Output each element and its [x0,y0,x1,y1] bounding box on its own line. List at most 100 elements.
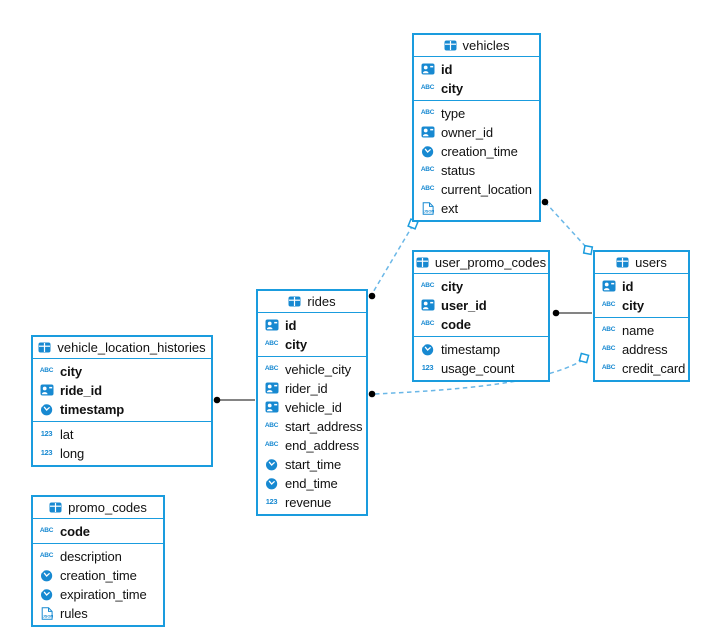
id-badge-icon [265,319,278,331]
field-type-icon-wrap [600,280,617,292]
field-row-creation_time[interactable]: creation_time [414,142,539,161]
field-row-id[interactable]: id [258,316,366,335]
id-badge-icon [265,401,278,413]
timestamp-clock-icon [265,477,278,489]
field-name: long [60,445,85,461]
field-type-icon-wrap: ABC [419,282,436,290]
field-row-rider_id[interactable]: rider_id [258,379,366,398]
field-name: start_address [285,418,363,434]
relationship-rides-to-users[interactable] [374,359,584,395]
abc-string-icon: ABC [264,440,279,448]
field-row-timestamp[interactable]: timestamp [414,340,548,359]
field-row-code[interactable]: ABC code [33,522,163,541]
field-row-end_time[interactable]: end_time [258,474,366,493]
field-row-vehicle_id[interactable]: vehicle_id [258,398,366,417]
field-row-id[interactable]: id [595,277,688,296]
field-row-owner_id[interactable]: owner_id [414,123,539,142]
field-type-icon-wrap [419,299,436,311]
table-header[interactable]: users [595,252,688,274]
connector-dot-endpoint [213,396,221,404]
id-badge-icon [602,280,615,292]
field-row-expiration_time[interactable]: expiration_time [33,585,163,604]
field-type-icon-wrap [263,458,280,471]
field-row-creation_time[interactable]: creation_time [33,566,163,585]
field-type-icon-wrap [38,384,55,396]
field-row-ride_id[interactable]: ride_id [33,381,211,400]
field-row-user_id[interactable]: user_id [414,296,548,315]
field-row-start_time[interactable]: start_time [258,455,366,474]
field-name: code [60,523,90,539]
table-icon [38,342,51,353]
field-name: status [441,162,476,178]
table-header[interactable]: promo_codes [33,497,163,519]
table-header[interactable]: vehicles [414,35,539,57]
relationship-vehicles-to-rides[interactable] [371,224,414,295]
table-icon-wrap [416,257,429,268]
abc-string-icon: ABC [39,526,54,534]
field-name: id [622,278,634,294]
123-number-icon: 123 [421,363,434,373]
primary-key-section: ABC code [33,519,163,543]
field-name: ride_id [60,382,102,398]
table-name: vehicle_location_histories [57,340,206,355]
abc-string-icon: ABC [601,325,616,333]
abc-string-icon: ABC [601,344,616,352]
table-icon-wrap [288,296,301,307]
relationship-vehicles-to-users[interactable] [544,201,587,248]
table-name: promo_codes [68,500,147,515]
field-type-icon-wrap: ABC [419,84,436,92]
abc-string-icon: ABC [601,363,616,371]
field-type-icon-wrap [38,588,55,601]
field-name: creation_time [441,143,518,159]
field-name: code [441,316,471,332]
abc-string-icon: ABC [264,339,279,347]
field-row-timestamp[interactable]: timestamp [33,400,211,419]
table-header[interactable]: user_promo_codes [414,252,548,274]
table-header[interactable]: vehicle_location_histories [33,337,211,359]
table-icon [49,502,62,513]
field-type-icon-wrap [263,401,280,413]
json-document-icon: JSON [422,201,434,215]
field-row-id[interactable]: id [414,60,539,79]
table-header[interactable]: rides [258,291,366,313]
table-icon [416,257,429,268]
field-name: start_time [285,456,342,472]
field-name: rider_id [285,380,328,396]
